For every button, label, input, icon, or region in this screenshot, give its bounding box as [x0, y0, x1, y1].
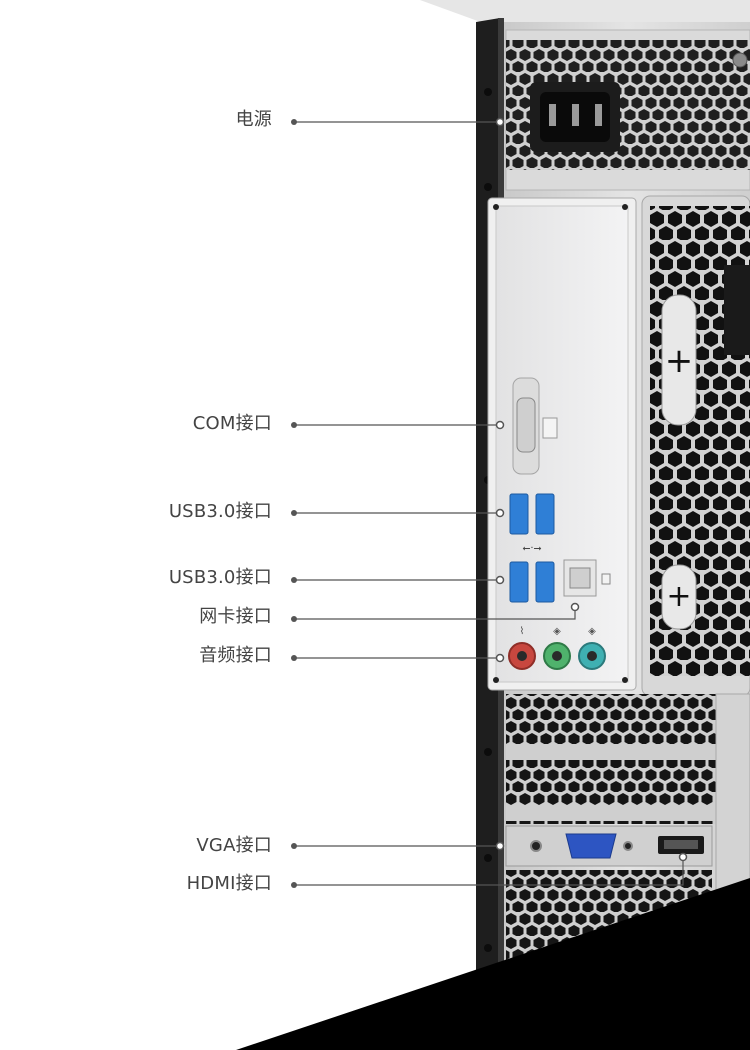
label-usb3-port-lower: USB3.0接口 — [168, 567, 272, 588]
svg-text:◈: ◈ — [588, 626, 596, 637]
usb3-port-b2 — [535, 561, 555, 603]
svg-text:+: + — [665, 341, 694, 381]
leader-end-audio — [495, 653, 505, 663]
leader-end-usb-a — [495, 508, 505, 518]
label-vga-port: VGA接口 — [196, 835, 272, 856]
label-power-supply: 电源 — [235, 109, 272, 130]
svg-text:⭠·⭢: ⭠·⭢ — [522, 543, 541, 554]
svg-text:+: + — [666, 579, 691, 614]
leader-end-lan — [570, 602, 580, 612]
label-network-port: 网卡接口 — [199, 606, 272, 627]
usb3-port-b1 — [509, 561, 529, 603]
svg-text:⌇: ⌇ — [520, 626, 525, 637]
label-hdmi-port: HDMI接口 — [186, 873, 272, 894]
label-audio-port: 音频接口 — [199, 645, 272, 666]
leader-end-usb-b — [495, 575, 505, 585]
leader-line-hdmi — [294, 857, 684, 886]
usb3-port-a2 — [535, 493, 555, 535]
leader-lines — [291, 117, 688, 888]
leader-end-com — [495, 420, 505, 430]
leader-end-hdmi — [678, 852, 688, 862]
svg-text:◈: ◈ — [553, 626, 561, 637]
label-com-port: COM接口 — [192, 413, 272, 434]
usb3-port-a1 — [509, 493, 529, 535]
background-wedge-bottom — [236, 878, 750, 1050]
leader-end-power — [495, 117, 505, 127]
vga-port — [565, 833, 617, 859]
label-usb3-port-upper: USB3.0接口 — [168, 501, 272, 522]
leader-end-vga — [495, 841, 505, 851]
